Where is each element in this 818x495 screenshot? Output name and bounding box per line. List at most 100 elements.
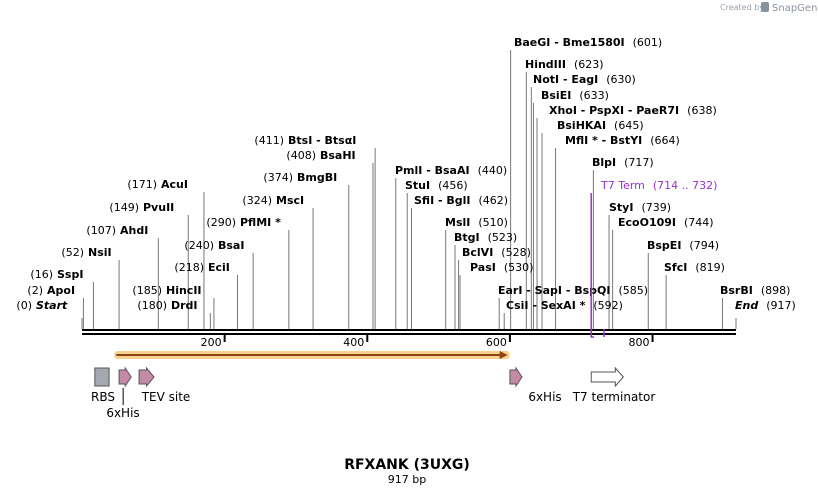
orf-arrowhead bbox=[499, 351, 508, 359]
site-position: (739) bbox=[641, 201, 671, 214]
site-blpi[interactable]: BlpI(717) bbox=[592, 156, 654, 169]
site-position: (171) bbox=[127, 178, 157, 191]
site-position: (456) bbox=[438, 179, 468, 192]
site-position: (374) bbox=[263, 171, 293, 184]
feature-label: RBS bbox=[91, 390, 115, 404]
site-name: MslI bbox=[445, 216, 470, 229]
site-position: (52) bbox=[61, 246, 84, 259]
feature-tev[interactable]: TEV site bbox=[138, 366, 190, 404]
site-sfii-bgli[interactable]: SfiI - BglI (462) bbox=[414, 194, 508, 207]
enzyme-leader-lines bbox=[81, 50, 737, 329]
credit-brand: SnapGene bbox=[772, 3, 818, 14]
site-eari-sapi-bspqi[interactable]: EarI - SapI - BspQI(585) bbox=[498, 284, 648, 297]
site-ecoo109i[interactable]: EcoO109I(744) bbox=[618, 216, 714, 229]
site-position: (324) bbox=[242, 194, 272, 207]
site-position: (16) bbox=[30, 268, 53, 281]
site-drdi[interactable]: (180)DrdI bbox=[137, 299, 197, 312]
site-name: BaeGI - Bme1580I bbox=[514, 36, 625, 49]
site-bmgbi[interactable]: (374) BmgBI bbox=[263, 171, 337, 184]
feature-his2[interactable]: 6xHis bbox=[509, 366, 562, 404]
site-bsihkai[interactable]: BsiHKAI(645) bbox=[557, 119, 644, 132]
site-name: AcuI bbox=[161, 178, 188, 191]
site-acui[interactable]: (171) AcuI bbox=[127, 178, 188, 191]
site-position: (630) bbox=[606, 73, 636, 86]
feature-his1[interactable]: 6xHis bbox=[106, 366, 140, 420]
site-pvuii[interactable]: (149)PvuII bbox=[109, 201, 174, 214]
ruler-tick-label: 200 bbox=[201, 336, 222, 349]
site-msci[interactable]: (324)MscI bbox=[242, 194, 304, 207]
feature-label: T7 terminator bbox=[572, 390, 656, 404]
site-msli[interactable]: MslI(510) bbox=[445, 216, 508, 229]
site-name: BtsI - BtsαI bbox=[288, 134, 356, 147]
site-name: EcoO109I bbox=[618, 216, 676, 229]
site-name: PflMI * bbox=[240, 216, 281, 229]
site-name: T7 Term bbox=[600, 179, 645, 192]
site-name: PmlI - BsaAI bbox=[395, 164, 470, 177]
site-position: (411) bbox=[254, 134, 284, 147]
site-pasi[interactable]: PasI(530) bbox=[470, 261, 533, 274]
site-position: (523) bbox=[488, 231, 518, 244]
site-start[interactable]: (0)Start bbox=[16, 299, 68, 312]
feature-rbs[interactable]: RBS bbox=[91, 367, 115, 404]
site-sspi[interactable]: (16) SspI bbox=[30, 268, 83, 281]
site-name: NsiI bbox=[88, 246, 112, 259]
site-position: (240) bbox=[184, 239, 214, 252]
map-title: RFXANK (3UXG) bbox=[344, 457, 470, 473]
ruler-tick-label: 400 bbox=[343, 336, 364, 349]
site-bsai[interactable]: (240) BsaI bbox=[184, 239, 244, 252]
site-csii-sexai[interactable]: CsiI - SexAI *(592) bbox=[506, 299, 623, 312]
site-hindiii[interactable]: HindIII (623) bbox=[525, 58, 604, 71]
site-nsii[interactable]: (52) NsiI bbox=[61, 246, 111, 259]
site-bclvi[interactable]: BclVI(528) bbox=[462, 246, 531, 259]
site-btsi-bts-i[interactable]: (411) BtsI - BtsαI bbox=[254, 134, 356, 147]
feature-shape bbox=[94, 367, 110, 387]
site-position: (149) bbox=[109, 201, 139, 214]
site-t7-term[interactable]: T7 Term(714 .. 732) bbox=[600, 179, 717, 192]
site-pflmi[interactable]: (290)PflMI * bbox=[206, 216, 281, 229]
site-name: SspI bbox=[57, 268, 83, 281]
site-name: NotI - EagI bbox=[533, 73, 598, 86]
site-position: (664) bbox=[650, 134, 680, 147]
site-mfli-bstyi[interactable]: MflI * - BstYI(664) bbox=[565, 134, 680, 147]
snapgene-logo-icon bbox=[761, 2, 769, 12]
site-position: (2) bbox=[27, 284, 43, 297]
site-bspei[interactable]: BspEI(794) bbox=[647, 239, 719, 252]
site-name: End bbox=[735, 299, 758, 312]
site-ahdi[interactable]: (107)AhdI bbox=[86, 224, 148, 237]
site-name: HindIII bbox=[525, 58, 566, 71]
site-sfci[interactable]: SfcI(819) bbox=[664, 261, 725, 274]
feature-shape bbox=[509, 366, 523, 388]
site-bsahi[interactable]: (408)BsaHI bbox=[286, 149, 355, 162]
site-bsiei[interactable]: BsiEI(633) bbox=[541, 89, 609, 102]
site-noti-eagi[interactable]: NotI - EagI (630) bbox=[533, 73, 636, 86]
site-name: HincII bbox=[166, 284, 202, 297]
feature-shape bbox=[138, 366, 155, 388]
site-xhoi-pspxi-paer7i[interactable]: XhoI - PspXI - PaeR7I(638) bbox=[549, 104, 717, 117]
site-name: SfiI - BglI bbox=[414, 194, 471, 207]
site-end[interactable]: End(917) bbox=[735, 299, 796, 312]
site-name: Start bbox=[36, 299, 68, 312]
site-position: (462) bbox=[479, 194, 509, 207]
site-pmli-bsaai[interactable]: PmlI - BsaAI(440) bbox=[395, 164, 507, 177]
site-name: BsaI bbox=[218, 239, 244, 252]
site-position: (592) bbox=[593, 299, 623, 312]
site-bsrbi[interactable]: BsrBI(898) bbox=[720, 284, 790, 297]
site-name: DrdI bbox=[171, 299, 198, 312]
site-position: (623) bbox=[574, 58, 604, 71]
feature-t7term[interactable]: T7 terminator bbox=[572, 366, 656, 404]
site-apoi[interactable]: (2) ApoI bbox=[27, 284, 75, 297]
site-ecii[interactable]: (218)EciI bbox=[174, 261, 230, 274]
site-btgi[interactable]: BtgI(523) bbox=[454, 231, 517, 244]
credit-prefix: Created by bbox=[720, 3, 764, 12]
site-name: BmgBI bbox=[297, 171, 337, 184]
map-subtitle: 917 bp bbox=[388, 473, 426, 486]
site-stui[interactable]: StuI(456) bbox=[405, 179, 468, 192]
site-hincii[interactable]: (185)HincII bbox=[132, 284, 201, 297]
site-name: ApoI bbox=[47, 284, 75, 297]
site-styi[interactable]: StyI(739) bbox=[609, 201, 671, 214]
site-baegi-bme1580i[interactable]: BaeGI - Bme1580I(601) bbox=[514, 36, 662, 49]
site-name: BsaHI bbox=[320, 149, 356, 162]
